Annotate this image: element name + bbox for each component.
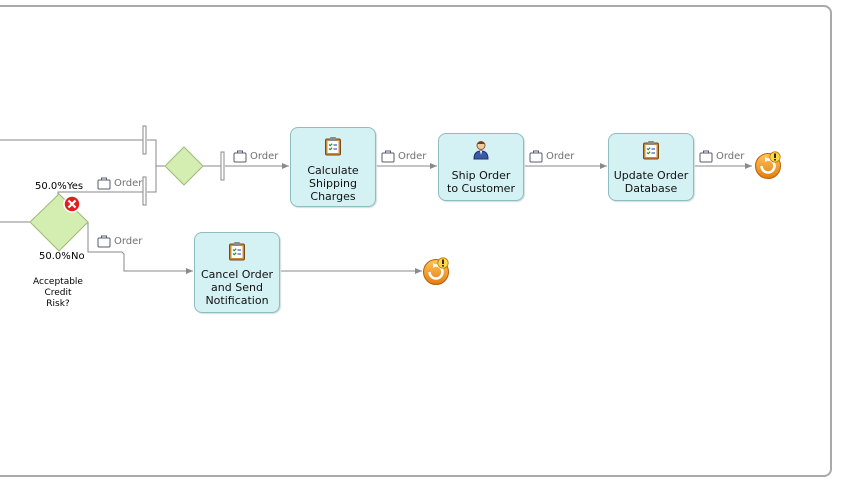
- no-percentage: 50.0%: [39, 251, 71, 262]
- no-label: No: [71, 251, 85, 262]
- task-calculate-shipping[interactable]: Calculate Shipping Charges: [290, 127, 376, 207]
- order-label-update: Order: [716, 151, 745, 162]
- yes-label: Yes: [67, 181, 84, 192]
- yes-percentage: 50.0%: [35, 181, 67, 192]
- merge-gateway[interactable]: [164, 146, 204, 186]
- user-icon: [473, 141, 489, 160]
- order-data-icon: [529, 150, 543, 163]
- split-bar: [220, 151, 225, 181]
- order-label-yes: Order: [114, 178, 143, 189]
- merge-bar-top: [142, 125, 147, 155]
- clipboard-icon: [229, 242, 245, 261]
- order-label-calc: Order: [398, 151, 427, 162]
- order-data-icon: [233, 150, 247, 163]
- end-event-cancel[interactable]: [423, 257, 449, 285]
- merge-bar-bottom: [142, 176, 147, 206]
- end-event-top[interactable]: [755, 151, 781, 179]
- order-data-icon: [381, 150, 395, 163]
- diagram-frame: [0, 5, 832, 477]
- task-cancel-order[interactable]: Cancel Order and Send Notification: [194, 232, 280, 313]
- order-label-ship: Order: [546, 151, 575, 162]
- order-data-icon: [97, 177, 111, 190]
- gateway-caption: Acceptable Credit Risk?: [33, 277, 83, 309]
- task-label: Update Order Database: [613, 169, 689, 195]
- task-label: Cancel Order and Send Notification: [200, 268, 274, 307]
- flow-to-calc[interactable]: [203, 151, 289, 181]
- task-ship-order[interactable]: Ship Order to Customer: [438, 133, 524, 201]
- flow-merge[interactable]: [147, 139, 166, 193]
- order-data-icon: [699, 150, 713, 163]
- clipboard-icon: [325, 137, 341, 156]
- error-badge-icon: [63, 195, 81, 213]
- flow-top-incoming[interactable]: [0, 125, 147, 155]
- order-label-join: Order: [250, 151, 279, 162]
- order-data-icon: [97, 235, 111, 248]
- clipboard-icon: [643, 141, 659, 160]
- flow-no-branch[interactable]: [87, 222, 193, 274]
- task-label: Ship Order to Customer: [447, 169, 515, 195]
- order-label-no: Order: [114, 236, 143, 247]
- task-update-database[interactable]: Update Order Database: [608, 133, 694, 201]
- task-label: Calculate Shipping Charges: [307, 164, 359, 203]
